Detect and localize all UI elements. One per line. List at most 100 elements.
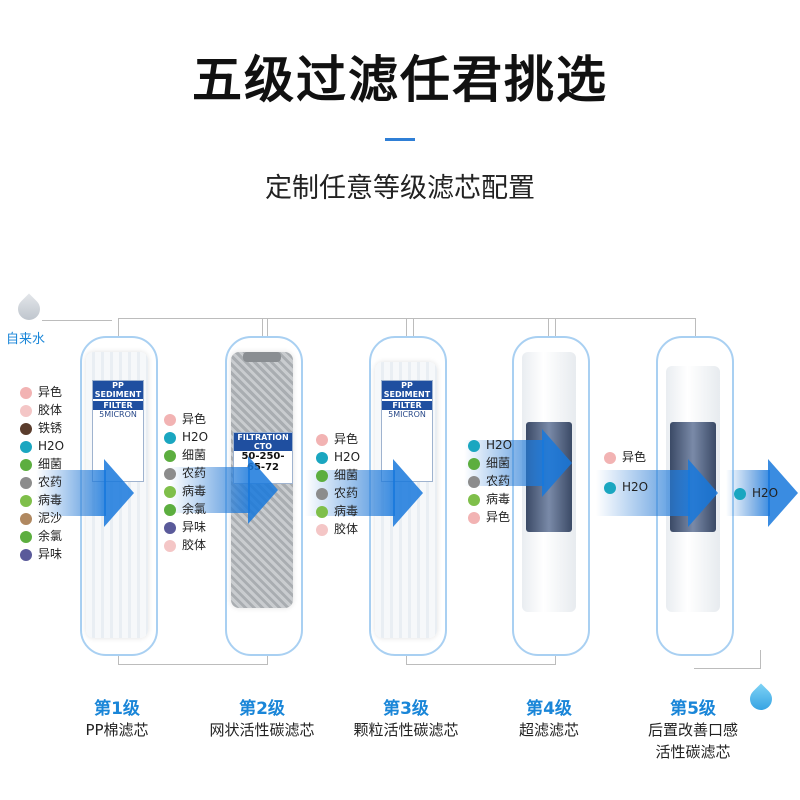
flow-arrow-head: [768, 459, 798, 527]
list-item: 病毒: [164, 482, 208, 500]
discolor-icon: [164, 413, 176, 426]
list-item: 泥沙: [20, 509, 64, 527]
chlorine-icon: [164, 503, 176, 516]
virus-icon: [164, 485, 176, 498]
outlet-list: H2O: [734, 484, 778, 502]
label-line: FILTER: [382, 401, 432, 410]
label-line: 5MICRON: [388, 410, 426, 419]
water-drop-icon: [734, 487, 746, 500]
list-item: H2O: [164, 428, 208, 446]
list-item: 异色: [604, 448, 648, 478]
contaminant-list-stage-4: H2O 细菌 农药 病毒 异色: [468, 436, 512, 526]
list-item: 异色: [164, 410, 208, 428]
list-item: H2O: [604, 478, 648, 496]
water-drop-icon: [468, 439, 480, 452]
virus-icon: [468, 493, 480, 506]
contaminant-list-stage-5: 异色 H2O: [604, 448, 648, 496]
bacteria-icon: [20, 458, 32, 471]
water-drop-icon: [316, 451, 328, 464]
stage-3-caption: 第3级 颗粒活性碳滤芯: [336, 694, 476, 741]
discolor-icon: [316, 433, 328, 446]
pipe-segment: [42, 320, 112, 321]
bacteria-icon: [468, 457, 480, 470]
stage-name-line-2: 活性碳滤芯: [655, 743, 731, 761]
list-item: 病毒: [20, 491, 64, 509]
pipe-segment: [406, 650, 556, 665]
flow-arrow-icon: [36, 470, 106, 516]
label-line: PP SEDIMENT: [382, 381, 432, 399]
inlet-label: 自来水: [6, 332, 46, 347]
list-item: 细菌: [468, 454, 512, 472]
list-item: H2O: [734, 484, 778, 502]
stage-name: 网状活性碳滤芯: [209, 721, 315, 739]
label-line: 5MICRON: [99, 410, 137, 419]
discolor-icon: [468, 511, 480, 524]
list-item: 异味: [164, 518, 208, 536]
list-item: 铁锈: [20, 419, 64, 437]
colloid-icon: [316, 523, 328, 536]
water-drop-icon: [20, 440, 32, 453]
contaminant-list-stage-2: 异色 H2O 细菌 农药 病毒 余氯 异味 胶体: [164, 410, 208, 554]
pipe-segment: [406, 318, 556, 339]
stage-name: 后置改善口感: [647, 721, 738, 739]
list-item: 胶体: [316, 520, 360, 538]
list-item: 胶体: [164, 536, 208, 554]
flow-arrow-head: [542, 429, 572, 497]
list-item: 细菌: [316, 466, 360, 484]
flow-arrow-icon: [170, 467, 250, 513]
label-line: FILTRATION CTO: [234, 433, 292, 451]
list-item: 病毒: [316, 502, 360, 520]
chlorine-icon: [20, 530, 32, 543]
flow-arrow-icon: [726, 470, 770, 516]
pipe-segment: [118, 318, 268, 339]
flow-arrow-head: [248, 456, 278, 524]
pesticide-icon: [468, 475, 480, 488]
virus-icon: [316, 505, 328, 518]
stage-number: 第3级: [383, 699, 429, 719]
list-item: H2O: [316, 448, 360, 466]
stage-name: PP棉滤芯: [85, 721, 149, 739]
list-item: 余氯: [20, 527, 64, 545]
list-item: 异色: [20, 383, 64, 401]
stage-2-caption: 第2级 网状活性碳滤芯: [192, 694, 332, 741]
stage-4-caption: 第4级 超滤滤芯: [489, 694, 609, 741]
list-item: 农药: [20, 473, 64, 491]
virus-icon: [20, 494, 32, 507]
stage-name: 超滤滤芯: [518, 721, 579, 739]
pipe-segment: [118, 650, 268, 665]
odor-icon: [20, 548, 32, 561]
pipe-segment: [694, 650, 761, 669]
label-line: FILTER: [93, 401, 143, 410]
discolor-icon: [604, 451, 616, 464]
discolor-icon: [20, 386, 32, 399]
pesticide-icon: [164, 467, 176, 480]
inlet-water-drop-icon: [13, 293, 45, 325]
list-item: 农药: [164, 464, 208, 482]
stage-number: 第1级: [94, 699, 140, 719]
colloid-icon: [164, 539, 176, 552]
bacteria-icon: [164, 449, 176, 462]
flow-arrow-head: [393, 459, 423, 527]
stage-name: 颗粒活性碳滤芯: [353, 721, 459, 739]
pipe-segment: [548, 318, 696, 339]
label-line: PP SEDIMENT: [93, 381, 143, 399]
pipe-segment: [262, 318, 414, 339]
stage-5-caption: 第5级 后置改善口感 活性碳滤芯: [623, 694, 763, 763]
list-item: 余氯: [164, 500, 208, 518]
water-drop-icon: [604, 481, 616, 494]
list-item: 细菌: [164, 446, 208, 464]
title-divider: [385, 138, 415, 141]
rust-icon: [20, 422, 32, 435]
stage-number: 第5级: [670, 699, 716, 719]
odor-icon: [164, 521, 176, 534]
contaminant-list-stage-1: 异色 胶体 铁锈 H2O 细菌 农药 病毒 泥沙 余氯 异味: [20, 383, 64, 563]
list-item: 农药: [468, 472, 512, 490]
page-subtitle: 定制任意等级滤芯配置: [265, 173, 535, 204]
pesticide-icon: [20, 476, 32, 489]
list-item: 胶体: [20, 401, 64, 419]
stage-number: 第4级: [526, 699, 572, 719]
stage-number: 第2级: [239, 699, 285, 719]
list-item: H2O: [468, 436, 512, 454]
water-drop-icon: [164, 431, 176, 444]
list-item: 农药: [316, 484, 360, 502]
